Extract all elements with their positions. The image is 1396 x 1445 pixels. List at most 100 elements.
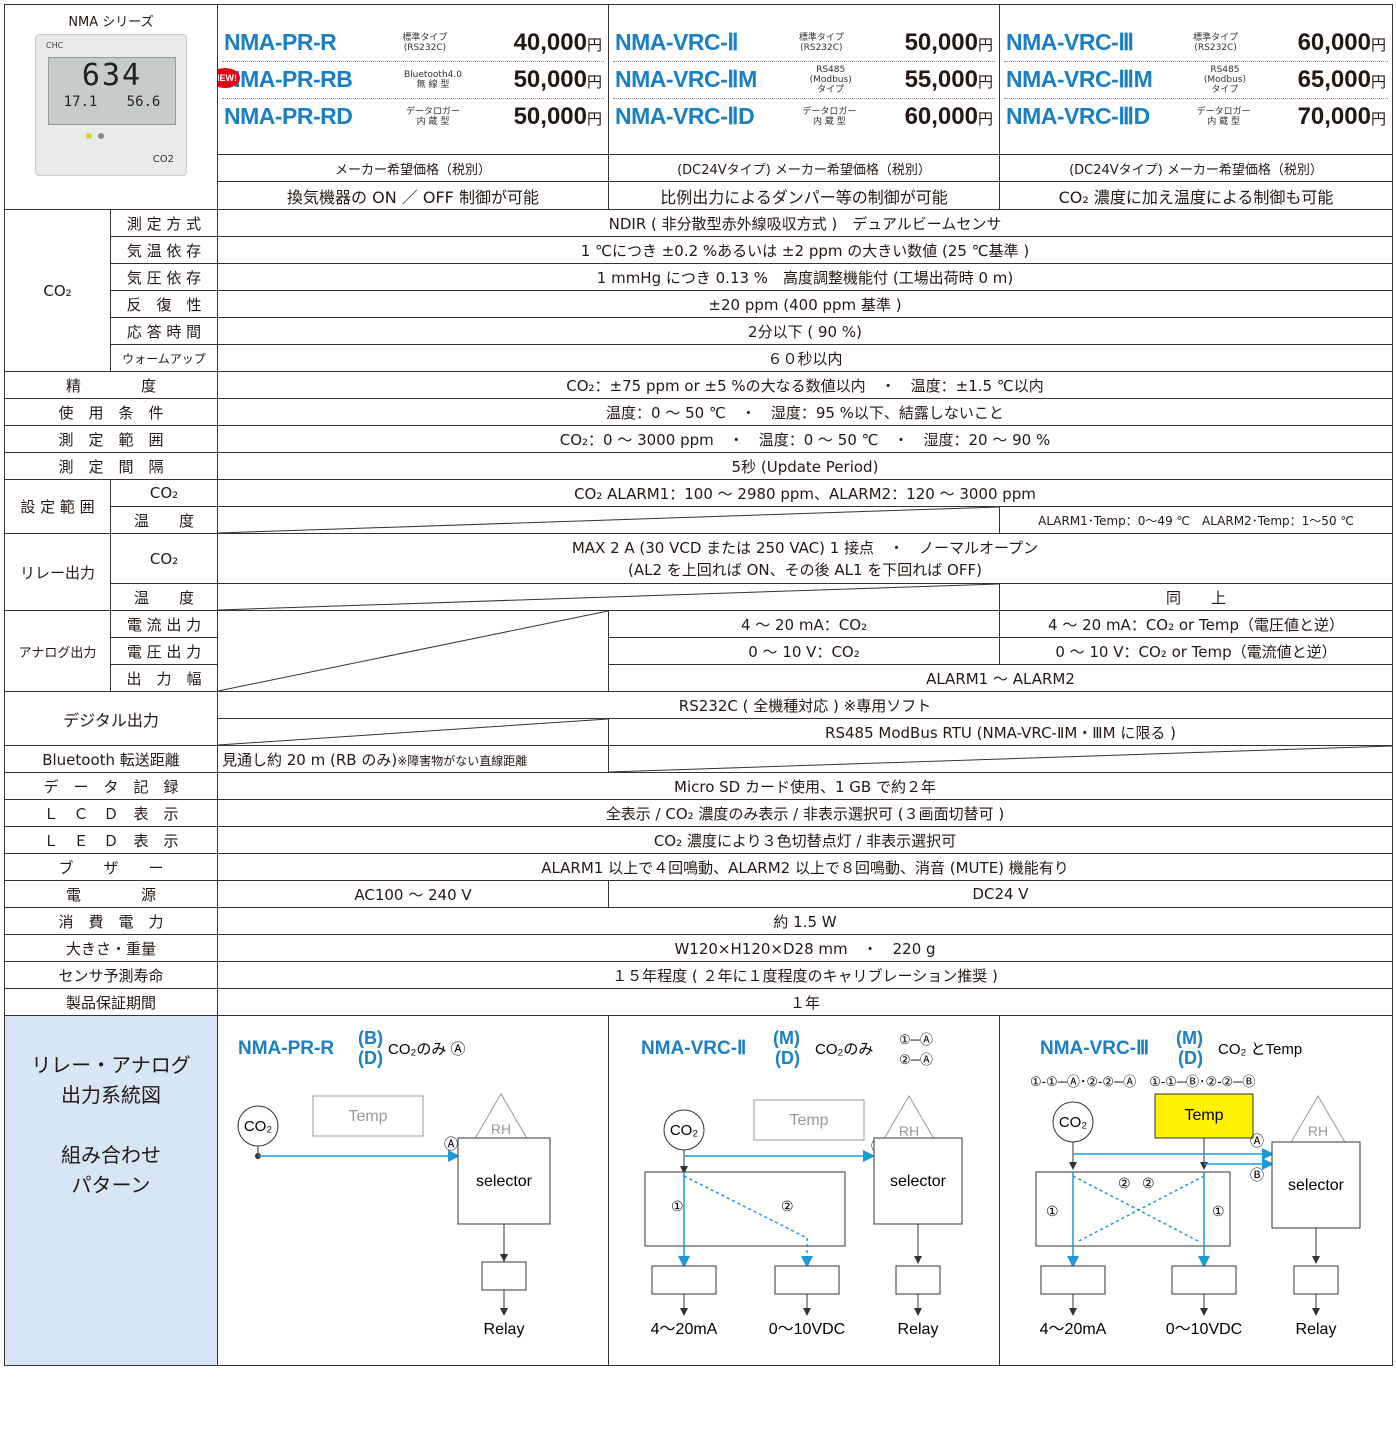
na-cell	[217, 583, 1000, 611]
spec-value: CO₂：±75 ppm or ±5 %の大なる数値以内 ・ 温度：±1.5 ℃以…	[217, 371, 1393, 399]
device-co2-label: CO2	[152, 154, 174, 165]
product-col-2: NMA-VRC-Ⅱ 標準タイプ(RS232C) 50,000円 NMA-VRC-…	[608, 4, 1000, 155]
device-reading: 634	[81, 58, 143, 93]
product-price: 40,000円	[513, 28, 602, 56]
converter-box	[1035, 1171, 1231, 1247]
product-price: 70,000円	[1297, 102, 1386, 130]
spec-sheet: NMA シリーズ CHC 634 17.1 56.6 CO2 NMA-PR-R …	[4, 4, 1393, 1441]
diagram-d: (D)	[775, 1048, 800, 1068]
product-row: NMA-VRC-ⅢM RS485(Modbus)タイプ 65,000円	[1004, 62, 1388, 99]
selector-box	[1271, 1141, 1361, 1229]
spec-key: 電 圧 出 力	[110, 637, 218, 665]
spec-key: 温 度	[110, 506, 218, 534]
product-sub: 標準タイプ(RS232C)	[798, 32, 844, 53]
spec-key: 気 圧 依 存	[110, 263, 218, 291]
spec-value: Micro SD カード使用、1 GB で約２年	[217, 772, 1393, 800]
product-name: NMA-VRC-ⅡD	[615, 103, 755, 129]
product-row: NMA-PR-R 標準タイプ(RS232C) 40,000円	[222, 25, 604, 62]
spec-value: 見通し約 20 m (RB のみ)※障害物がない直線距離	[217, 745, 609, 773]
product-sub: RS485(Modbus)タイプ	[1203, 64, 1246, 95]
spec-value: NDIR ( 非分散型赤外線吸収方式 ) デュアルビームセンサ	[217, 209, 1393, 237]
spec-value: AC100 ～ 240 V	[217, 880, 609, 908]
spec-key: 使 用 条 件	[4, 398, 218, 426]
selector-label: selector	[476, 1173, 533, 1190]
product-sub: 標準タイプ(RS232C)	[402, 32, 448, 53]
spec-key: 製品保証期間	[4, 988, 218, 1016]
spec-value: W120×H120×D28 mm ・ 220 g	[217, 934, 1393, 962]
selector-box	[457, 1137, 551, 1225]
spec-value: 5秒 (Update Period)	[217, 452, 1393, 480]
route-2: ②	[1118, 1175, 1131, 1191]
product-price: 50,000円	[904, 28, 993, 56]
spec-key: 出 力 幅	[110, 664, 218, 692]
spec-value: ALARM1 ～ ALARM2	[608, 664, 1393, 692]
product-price: 60,000円	[1297, 28, 1386, 56]
route-b: Ⓑ	[1250, 1167, 1264, 1183]
spec-key: 測 定 範 囲	[4, 425, 218, 453]
product-sub: データロガー内 蔵 型	[405, 106, 460, 127]
relay-box	[1293, 1265, 1339, 1295]
spec-key: CO₂	[110, 479, 218, 507]
ma-box	[651, 1265, 717, 1295]
temp-node-label: Temp	[348, 1108, 387, 1125]
feature-text: 換気機器の ON ／ OFF 制御が可能	[217, 181, 609, 210]
spec-key: 測 定 方 式	[110, 209, 218, 237]
relay-box	[481, 1261, 527, 1291]
co2-node-label: CO₂	[244, 1118, 273, 1135]
product-name: NMA-VRC-ⅢD	[1006, 103, 1150, 129]
spec-value: ６０秒以内	[217, 344, 1393, 372]
diagram-side-label: リレー・アナログ 出力系統図 組み合わせ パターン	[4, 1015, 218, 1366]
rh-node-label: RH	[899, 1123, 919, 1139]
na-cell	[217, 506, 1000, 534]
price-note: メーカー希望価格（税別）	[217, 154, 609, 182]
diagram-b: (M)	[773, 1028, 800, 1048]
product-name: NMA-PR-RD	[224, 103, 353, 129]
spec-value: 4 ～ 20 mA：CO₂	[608, 610, 1000, 638]
relay-label: Relay	[1296, 1321, 1337, 1338]
side-line: 組み合わせ	[61, 1143, 161, 1167]
spec-value: RS232C ( 全機種対応 ) ※専用ソフト	[217, 691, 1393, 719]
diagram-path: ②─Ⓐ	[899, 1052, 933, 1067]
ma-label: 4～20mA	[1040, 1321, 1107, 1338]
product-price: 60,000円	[904, 102, 993, 130]
rh-node-label: RH	[491, 1121, 511, 1137]
product-sub: データロガー内 蔵 型	[802, 106, 857, 127]
co2-label: CO₂	[4, 209, 111, 372]
relay-label: Relay	[484, 1321, 525, 1338]
product-price: 50,000円	[513, 65, 602, 93]
na-cell	[608, 745, 1393, 773]
spec-value: MAX 2 A (30 VCD または 250 VAC) 1 接点 ・ ノーマル…	[217, 533, 1393, 584]
price-note: (DC24Vタイプ) メーカー希望価格（税別）	[608, 154, 1000, 182]
device-hum: 56.6	[126, 94, 161, 110]
product-name: NMA-VRC-Ⅱ	[615, 29, 739, 55]
diagram-3: NMA-VRC-Ⅲ (M) (D) CO₂ とTemp ①-①─Ⓐ･②-②─Ⓐ …	[999, 1015, 1393, 1366]
spec-value: DC24 V	[608, 880, 1393, 908]
converter-box	[644, 1171, 846, 1247]
vdc-box	[774, 1265, 840, 1295]
spec-value: 同 上	[999, 583, 1393, 611]
spec-key: 精 度	[4, 371, 218, 399]
spec-value: 0 ～ 10 V：CO₂ or Temp（電流値と逆）	[999, 637, 1393, 665]
spec-key: 応 答 時 間	[110, 317, 218, 345]
temp-node	[753, 1099, 865, 1141]
product-row: NMA-VRC-Ⅲ 標準タイプ(RS232C) 60,000円	[1004, 25, 1388, 62]
product-sub: 標準タイプ(RS232C)	[1193, 32, 1239, 53]
selector-label: selector	[1288, 1177, 1345, 1194]
series-label: NMA シリーズ	[68, 15, 154, 30]
co2-node-label: CO₂	[670, 1122, 699, 1139]
diagram-title: NMA-VRC-Ⅲ	[1040, 1038, 1149, 1059]
price-note: (DC24Vタイプ) メーカー希望価格（税別）	[999, 154, 1393, 182]
product-price: 65,000円	[1297, 65, 1386, 93]
spec-value: ALARM1 以上で４回鳴動、ALARM2 以上で８回鳴動、消音 (MUTE) …	[217, 853, 1393, 881]
spec-key: CO₂	[110, 533, 218, 584]
product-row: NMA-VRC-ⅡM RS485(Modbus)タイプ 55,000円	[613, 62, 995, 99]
selector-box	[873, 1137, 963, 1225]
spec-value: ALARM1･Temp：0～49 ℃ ALARM2･Temp：1～50 ℃	[999, 506, 1393, 534]
spec-value: CO₂：0 ～ 3000 ppm ・ 温度：0 ～ 50 ℃ ・ 湿度：20 ～…	[217, 425, 1393, 453]
spec-key: Bluetooth 転送距離	[4, 745, 218, 773]
selector-label: selector	[890, 1173, 947, 1190]
spec-value: 約 1.5 W	[217, 907, 1393, 935]
spec-value: 1 ℃につき ±0.2 %あるいは ±2 ppm の大きい数値 (25 ℃基準 …	[217, 236, 1393, 264]
temp-node	[312, 1095, 424, 1137]
